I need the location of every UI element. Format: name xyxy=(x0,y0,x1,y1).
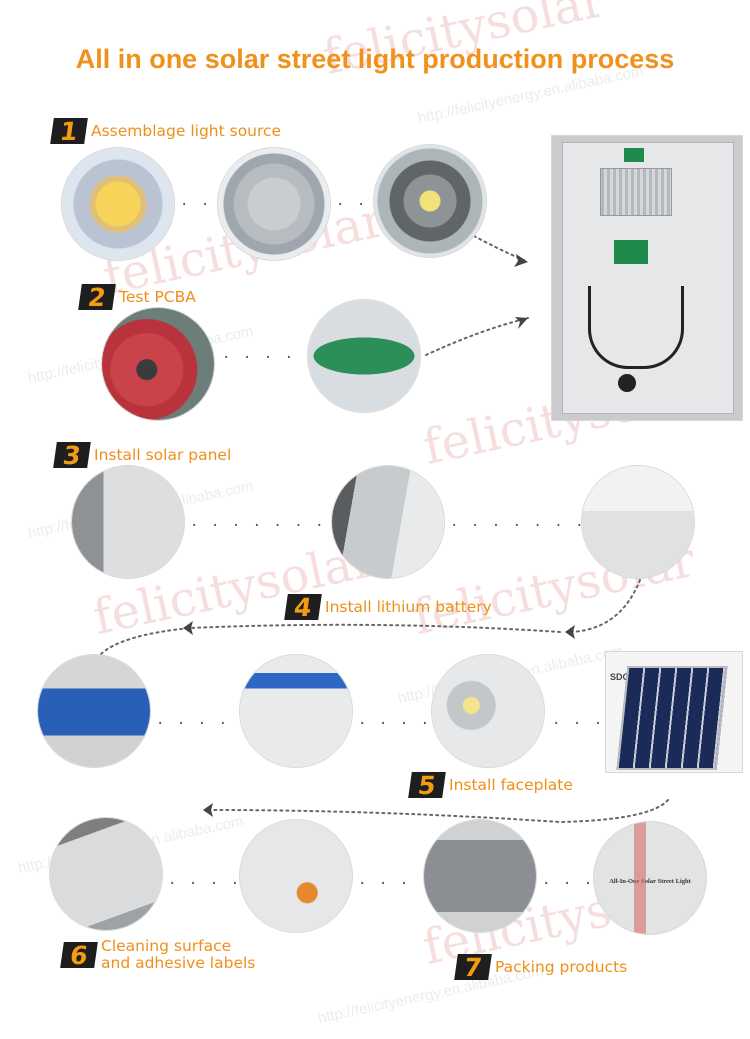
arrow-right-icon: · · · · › xyxy=(156,712,250,733)
faceplate-photo xyxy=(432,655,544,767)
step-number-badge: 4 xyxy=(284,593,322,622)
solar-panel-wire-photo xyxy=(72,466,184,578)
step-text: Packing products xyxy=(495,957,628,976)
step-text: Assemblage light source xyxy=(91,121,282,140)
step-number-badge: 1 xyxy=(50,117,88,146)
page-title: All in one solar street light production… xyxy=(75,44,675,74)
battery-install-photo xyxy=(38,655,150,767)
step-text: Install solar panel xyxy=(94,445,232,464)
battery-housing-photo xyxy=(240,655,352,767)
step-2-label: 2 Test PCBA xyxy=(78,283,196,312)
step-text: Cleaning surface and adhesive labels xyxy=(101,937,256,972)
step-number-badge: 6 xyxy=(60,941,98,970)
step-7-label: 7 Packing products xyxy=(454,953,628,982)
arrow-right-icon: · · · · › xyxy=(222,346,316,367)
step-6-label: 6 Cleaning surface and adhesive labels xyxy=(60,937,256,972)
panel-brand-text: SDG xyxy=(610,672,630,682)
step-5-label: 5 Install faceplate xyxy=(408,771,573,800)
cleaning-surface-photo xyxy=(50,818,162,930)
step-text: Install lithium battery xyxy=(325,597,492,616)
step-number-badge: 5 xyxy=(408,771,446,800)
step-number-badge: 7 xyxy=(454,953,492,982)
panel-frame-photo xyxy=(582,466,694,578)
step-4-label: 4 Install lithium battery xyxy=(284,593,492,622)
step-1-label: 1 Assemblage light source xyxy=(50,117,282,146)
lens-module-photo xyxy=(374,145,486,257)
box-label-text: All-In-One Solar Street Light xyxy=(609,878,691,885)
pcba-test-photo xyxy=(102,308,214,420)
step-text: Install faceplate xyxy=(449,775,573,794)
pcba-board-photo xyxy=(308,300,420,412)
step-number-badge: 2 xyxy=(78,283,116,312)
step-3-label: 3 Install solar panel xyxy=(53,441,232,470)
heatsink-photo xyxy=(218,148,330,260)
panel-mounting-photo xyxy=(332,466,444,578)
solar-panel-photo: SDG xyxy=(606,652,742,772)
led-chip-photo xyxy=(62,148,174,260)
step-number-badge: 3 xyxy=(53,441,91,470)
packing-box-photo: All-In-One Solar Street Light xyxy=(594,822,706,934)
label-sticker-photo xyxy=(240,820,352,932)
step-text: Test PCBA xyxy=(119,287,196,306)
finished-light-photo xyxy=(424,820,536,932)
assembly-photo xyxy=(552,136,742,420)
